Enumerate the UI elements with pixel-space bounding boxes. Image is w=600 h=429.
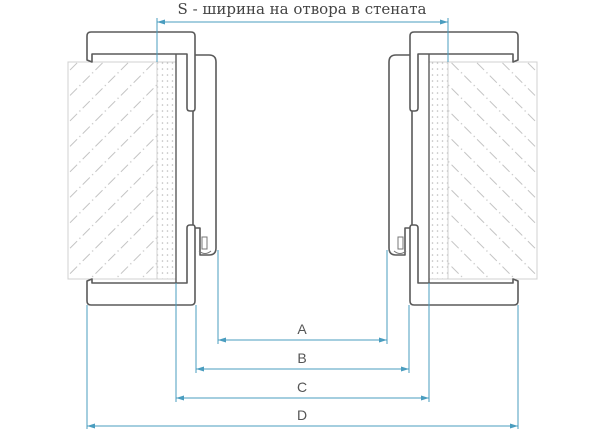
dimension-label-d: D [297, 407, 307, 423]
dimension-d: D [87, 407, 518, 429]
left-jamb [67, 17, 219, 429]
right-jamb [386, 17, 538, 429]
dimension-label-b: B [297, 350, 306, 366]
dimension-label-a: A [297, 321, 307, 337]
title-label: S - ширина на отвора в стената [178, 0, 427, 18]
dimension-c: C [176, 379, 429, 401]
dimension-a: A [218, 321, 387, 343]
dimension-s: S - ширина на отвора в стената [157, 0, 448, 25]
dimension-b: B [196, 350, 409, 372]
dimension-label-c: C [297, 379, 307, 395]
